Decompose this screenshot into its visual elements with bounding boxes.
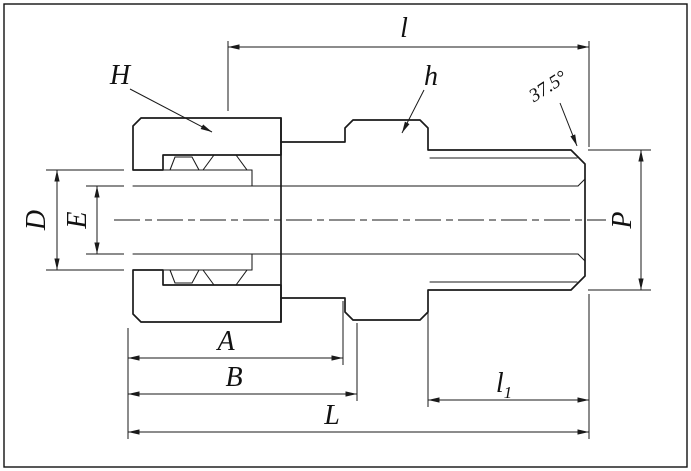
dim-label-h: h — [424, 61, 438, 92]
dim-label-D: D — [21, 210, 52, 231]
leader-H — [129, 88, 213, 133]
leader-angle — [559, 102, 578, 147]
dim-label-P: P — [607, 211, 638, 229]
back-ferrule-top — [169, 156, 200, 171]
dim-label-E: E — [62, 211, 93, 229]
leader-h — [401, 89, 425, 134]
front-ferrule-bottom — [201, 269, 249, 286]
dim-label-B: B — [225, 362, 242, 393]
dim-label-l: l — [400, 13, 408, 44]
dim-label-H: H — [109, 60, 132, 91]
bore-exit-chamfer-top — [577, 178, 586, 187]
dim-label-l1-base: l — [496, 368, 504, 399]
bore-exit-chamfer-bottom — [577, 253, 586, 262]
dim-label-l1-subscript: 1 — [504, 383, 513, 402]
dim-label-l1: l1 — [496, 368, 512, 402]
front-ferrule-top — [201, 154, 249, 171]
body-outline — [280, 119, 586, 321]
dim-label-A: A — [215, 326, 235, 357]
dim-label-L: L — [323, 400, 340, 431]
drawing-border — [3, 3, 688, 468]
back-ferrule-bottom — [169, 269, 200, 284]
